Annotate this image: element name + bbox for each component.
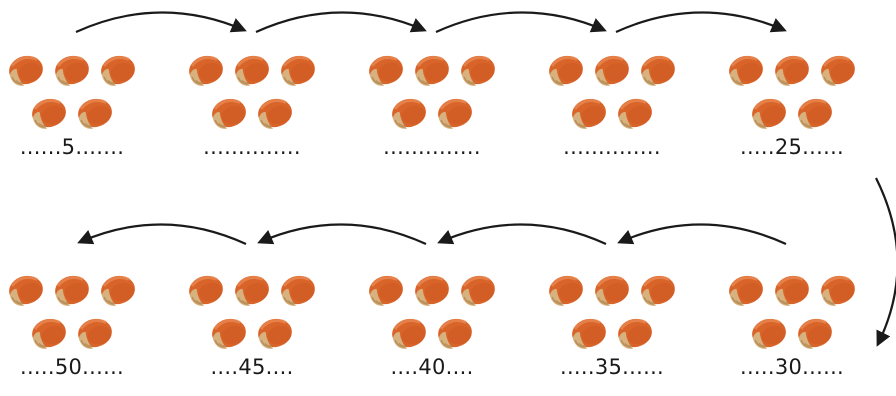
arrow-arc <box>257 223 427 246</box>
hazelnut-icon <box>73 94 117 133</box>
count-label: .....25...... <box>739 135 845 159</box>
hazelnut-icon <box>613 94 657 133</box>
hazelnut-icon <box>207 314 251 353</box>
hazelnut-icon <box>613 314 657 353</box>
hazelnut-icon <box>793 314 837 353</box>
hazelnut-icon <box>567 314 611 353</box>
hazelnut-icon <box>50 51 94 90</box>
hazelnut-group <box>4 271 140 353</box>
hazelnut-icon <box>567 94 611 133</box>
hazelnut-icon <box>410 51 454 90</box>
count-label: ......5....... <box>19 135 125 159</box>
hazelnut-icon <box>230 51 274 90</box>
count-label: .............. <box>383 135 481 159</box>
hazelnut-icon <box>793 94 837 133</box>
count-label: .............. <box>203 135 301 159</box>
hazelnut-group <box>544 271 680 353</box>
count-label: .....35...... <box>559 355 665 379</box>
arrow-arc <box>437 223 607 246</box>
hazelnut-icon <box>816 271 860 310</box>
count-label: .....50...... <box>19 355 125 379</box>
hazelnut-icon <box>364 51 408 90</box>
hazelnut-icon <box>387 314 431 353</box>
hazelnut-icon <box>364 271 408 310</box>
arrow-arc <box>435 11 607 34</box>
hazelnut-icon <box>184 51 228 90</box>
hazelnut-icon <box>636 271 680 310</box>
arrow-arc <box>617 223 787 246</box>
hazelnut-icon <box>456 271 500 310</box>
arrow-arc <box>75 11 247 34</box>
hazelnut-icon <box>96 271 140 310</box>
hazelnut-group <box>184 271 320 353</box>
hazelnut-icon <box>184 271 228 310</box>
hazelnut-icon <box>27 314 71 353</box>
hazelnut-icon <box>724 51 768 90</box>
hazelnut-icon <box>433 94 477 133</box>
count-label: .............. <box>563 135 661 159</box>
hazelnut-icon <box>96 51 140 90</box>
hazelnut-group <box>364 271 500 353</box>
arrow-arc <box>255 11 427 34</box>
hazelnut-icon <box>590 271 634 310</box>
count-label: .....30...... <box>739 355 845 379</box>
hazelnut-icon <box>207 94 251 133</box>
hazelnut-group <box>364 51 500 133</box>
hazelnut-icon <box>73 314 117 353</box>
hazelnut-icon <box>433 314 477 353</box>
arrow-arc <box>77 223 247 246</box>
hazelnut-group <box>724 51 860 133</box>
hazelnut-icon <box>253 94 297 133</box>
hazelnut-icon <box>230 271 274 310</box>
hazelnut-icon <box>770 51 814 90</box>
hazelnut-icon <box>747 94 791 133</box>
hazelnut-icon <box>636 51 680 90</box>
hazelnut-group <box>4 51 140 133</box>
arrow-arc <box>615 11 787 34</box>
hazelnut-icon <box>27 94 71 133</box>
count-label: ....45.... <box>210 355 294 379</box>
hazelnut-icon <box>387 94 431 133</box>
hazelnut-group <box>724 271 860 353</box>
hazelnut-icon <box>4 51 48 90</box>
hazelnut-icon <box>4 271 48 310</box>
hazelnut-icon <box>770 271 814 310</box>
hazelnut-icon <box>816 51 860 90</box>
count-label: ....40.... <box>390 355 474 379</box>
hazelnut-icon <box>253 314 297 353</box>
hazelnut-icon <box>276 271 320 310</box>
groups-layer <box>4 51 860 353</box>
hazelnut-icon <box>747 314 791 353</box>
hazelnut-icon <box>590 51 634 90</box>
hazelnut-icon <box>724 271 768 310</box>
hazelnut-icon <box>50 271 94 310</box>
hazelnut-icon <box>276 51 320 90</box>
row-connector-arrow <box>875 177 896 347</box>
hazelnut-icon <box>544 51 588 90</box>
hazelnut-group <box>544 51 680 133</box>
hazelnut-group <box>184 51 320 133</box>
arrows-layer <box>75 11 896 347</box>
hazelnut-icon <box>410 271 454 310</box>
hazelnut-icon <box>456 51 500 90</box>
hazelnut-icon <box>544 271 588 310</box>
